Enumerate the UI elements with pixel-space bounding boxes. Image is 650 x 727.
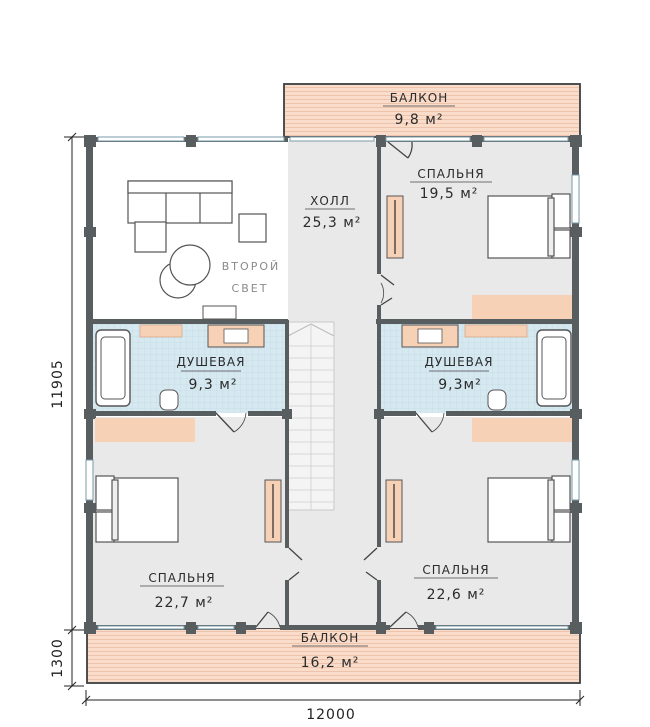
coffee-table-icon bbox=[238, 213, 267, 243]
hall-name: ХОЛЛ bbox=[310, 194, 350, 208]
bedroom-ne-area: 19,5 м² bbox=[420, 186, 479, 202]
shower-w-area: 9,3 м² bbox=[189, 377, 238, 393]
windows bbox=[85, 136, 580, 630]
sofa-icon bbox=[127, 180, 233, 253]
bed-se-icon bbox=[487, 475, 571, 543]
depth-main-dimension: 11905 bbox=[50, 359, 66, 409]
shower-e-name: ДУШЕВАЯ bbox=[425, 355, 494, 369]
bed-ne-icon bbox=[487, 193, 571, 259]
balcony-bottom-area: 16,2 м² bbox=[301, 655, 360, 671]
second-light-line1: ВТОРОЙ bbox=[222, 260, 280, 273]
bedroom-ne-name: СПАЛЬНЯ bbox=[417, 167, 484, 181]
bedroom-sw-name: СПАЛЬНЯ bbox=[148, 571, 215, 585]
second-light-line2: СВЕТ bbox=[232, 282, 269, 295]
bedroom-sw-area: 22,7 м² bbox=[155, 595, 214, 611]
shower-w-name: ДУШЕВАЯ bbox=[177, 355, 246, 369]
vanity-e-icon bbox=[464, 324, 528, 338]
balcony-bottom bbox=[86, 627, 581, 684]
round-table-icon bbox=[159, 244, 211, 299]
dimension-lines bbox=[64, 132, 585, 706]
balcony-top bbox=[283, 83, 581, 138]
wardrobe-ne-icon bbox=[472, 295, 572, 319]
wardrobe-se-icon bbox=[472, 418, 572, 442]
desk-icon bbox=[202, 305, 237, 320]
bedroom-se-name: СПАЛЬНЯ bbox=[422, 563, 489, 577]
bathtub-e-icon bbox=[536, 329, 572, 407]
hall-area: 25,3 м² bbox=[303, 215, 362, 231]
shower-e-area: 9,3м² bbox=[438, 377, 481, 393]
width-dimension: 12000 bbox=[306, 707, 356, 723]
balcony-top-area: 9,8 м² bbox=[395, 112, 444, 128]
depth-balcony-dimension: 1300 bbox=[50, 638, 66, 678]
staircase bbox=[287, 321, 335, 511]
bed-sw-icon bbox=[95, 475, 179, 543]
bedroom-se-area: 22,6 м² bbox=[427, 587, 486, 603]
balcony-bottom-name: БАЛКОН bbox=[301, 631, 359, 645]
balcony-top-name: БАЛКОН bbox=[390, 91, 448, 105]
bathtub-w-icon bbox=[95, 329, 131, 407]
doors bbox=[215, 141, 445, 628]
toilet-w-icon bbox=[159, 389, 179, 411]
toilet-e-icon bbox=[487, 389, 507, 411]
vanity-w-icon bbox=[139, 324, 183, 338]
wardrobe-sw-icon bbox=[95, 418, 195, 442]
